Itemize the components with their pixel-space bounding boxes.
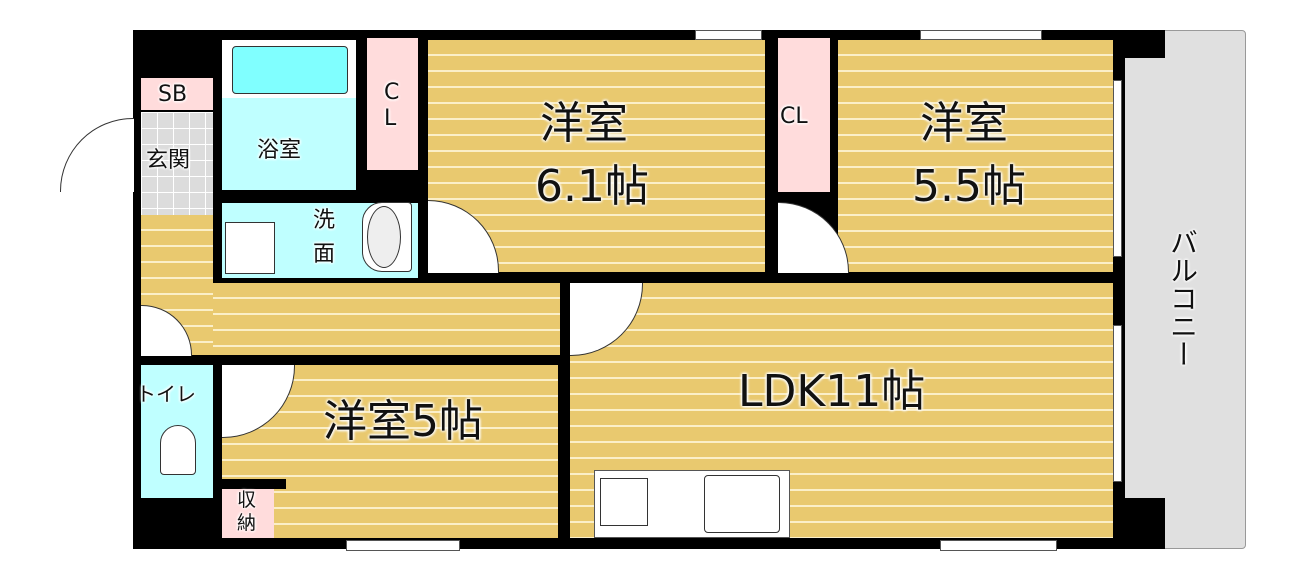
ldk-label: LDK11帖 <box>738 366 926 417</box>
window-room-2-side <box>1113 80 1122 257</box>
storage-wall <box>222 479 286 489</box>
closet-2 <box>778 38 830 192</box>
shoe-box <box>141 78 213 110</box>
toilet-label: トイレ <box>136 382 196 406</box>
entrance-door[interactable] <box>60 118 134 192</box>
washbasin-bowl <box>367 206 401 268</box>
balcony <box>1120 30 1246 549</box>
bathroom <box>222 98 356 190</box>
toilet-bowl-icon <box>160 425 196 475</box>
western-room-2 <box>838 40 1113 272</box>
window-room-2 <box>920 30 1042 40</box>
balcony-label: バルコニー <box>1166 228 1199 368</box>
window-ldk-bottom <box>940 540 1057 551</box>
window-room-1 <box>695 30 762 40</box>
washing-machine-pan <box>225 222 275 274</box>
western-room-1-size: 6.1帖 <box>535 161 649 212</box>
western-room-2-size: 5.5帖 <box>912 161 1026 212</box>
hallway <box>213 283 560 355</box>
storage-label-1: 収 <box>237 489 257 511</box>
bathtub <box>232 46 348 94</box>
western-room-1-name: 洋室 <box>540 98 628 149</box>
bathroom-label: 浴室 <box>257 138 302 163</box>
storage-label-2: 納 <box>237 512 257 534</box>
storage <box>222 489 274 538</box>
closet-2-label: CL <box>780 104 808 129</box>
closet-1-label-l: L <box>384 106 397 131</box>
entrance <box>141 112 213 215</box>
entrance-label: 玄関 <box>146 148 191 173</box>
kitchen-counter <box>594 470 790 538</box>
stove-icon <box>600 478 648 526</box>
western-room-2-name: 洋室 <box>920 98 1008 149</box>
sink <box>704 475 780 533</box>
closet-1 <box>367 38 418 170</box>
western-room-3-label: 洋室5帖 <box>323 396 483 447</box>
window-room-3 <box>346 540 460 551</box>
window-ldk-side <box>1113 325 1122 482</box>
washroom-label-2: 面 <box>313 242 336 267</box>
shoe-box-label: SB <box>158 82 188 107</box>
washroom-label-1: 洗 <box>313 208 336 233</box>
closet-1-label-c: C <box>384 80 400 105</box>
